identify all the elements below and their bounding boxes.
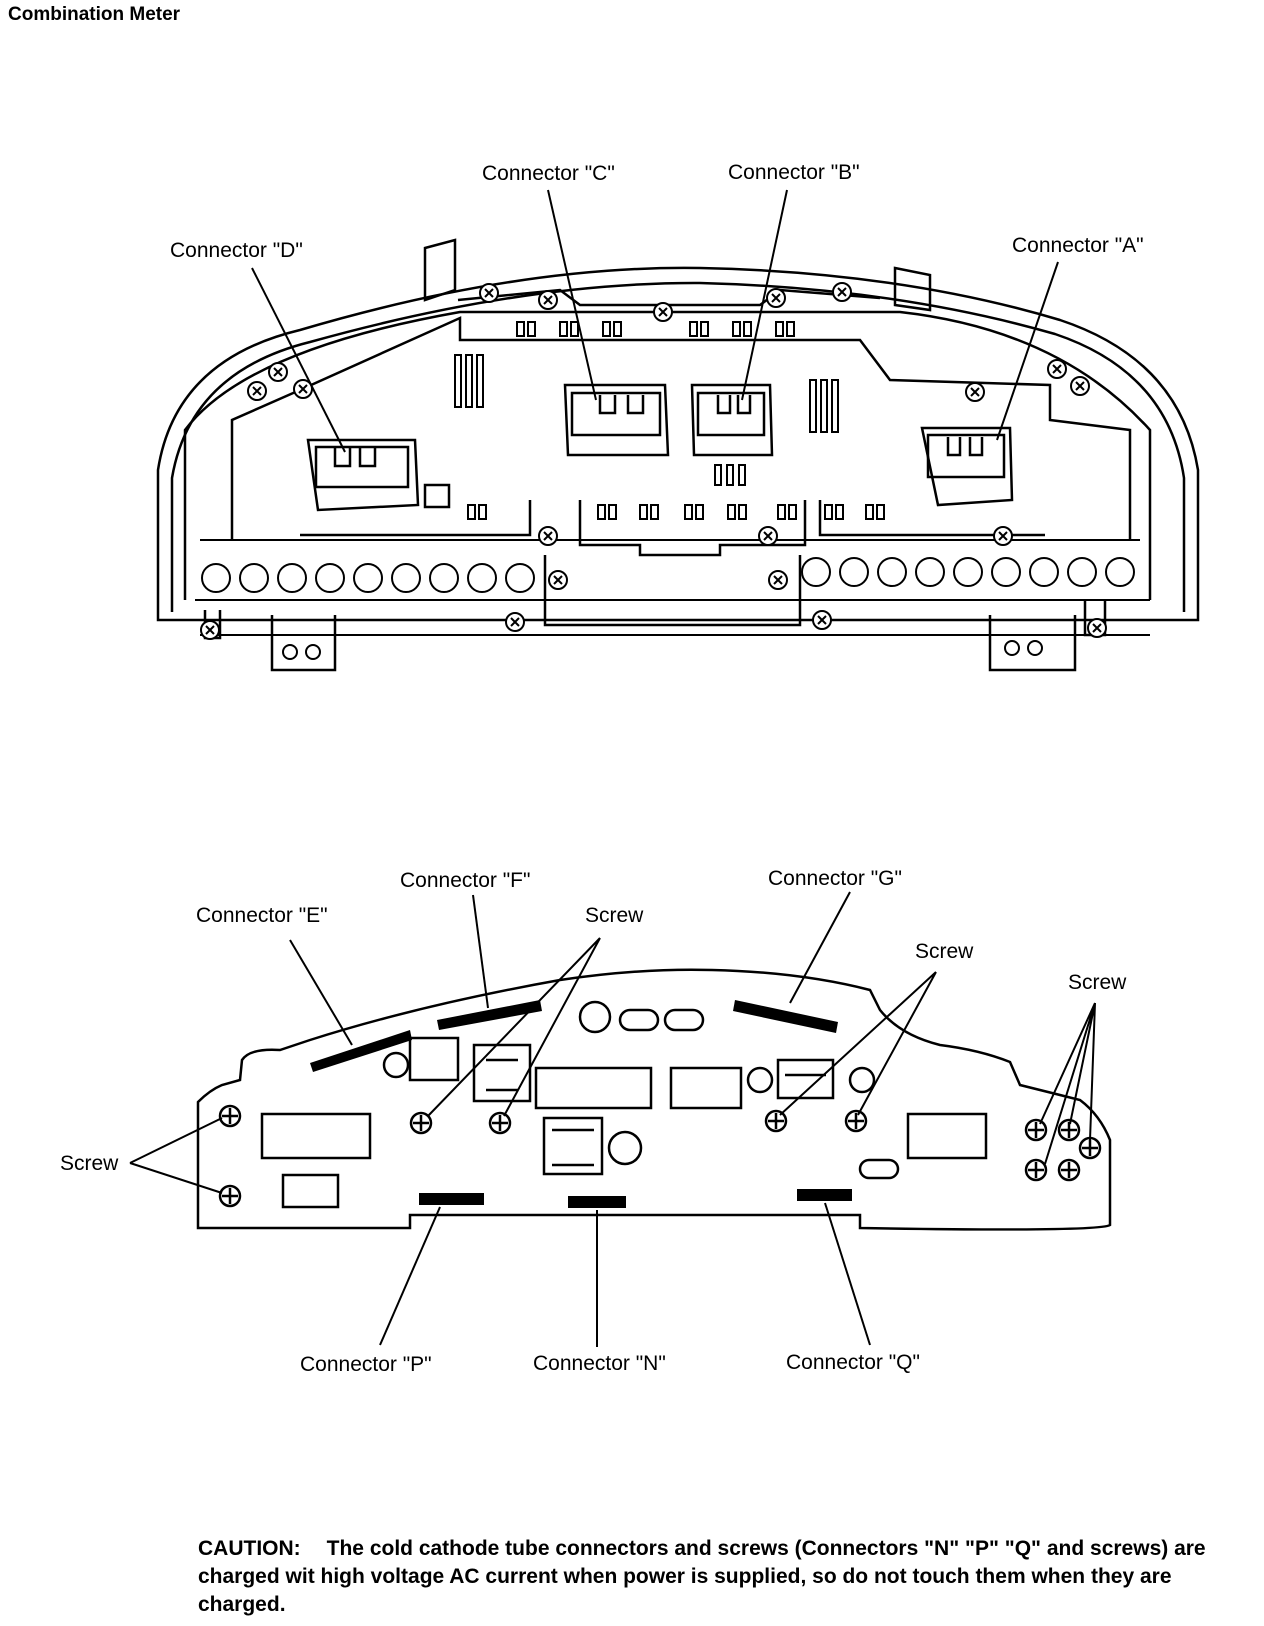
screw-left-label: Screw — [60, 1152, 119, 1175]
caution-note: CAUTION:The cold cathode tube connectors… — [198, 1535, 1258, 1619]
board-connectors — [310, 1000, 852, 1208]
connector-d-label: Connector "D" — [170, 239, 303, 262]
board-screws — [218, 1104, 1102, 1208]
connector-n-label: Connector "N" — [533, 1352, 666, 1375]
connector-f-label: Connector "F" — [400, 869, 530, 892]
meter-housing-rear-view — [156, 238, 1200, 672]
connector-p-label: Connector "P" — [300, 1353, 432, 1376]
bottom-leader-lines — [129, 891, 1096, 1347]
vent-slots — [454, 321, 885, 520]
screw-top-label: Screw — [585, 904, 644, 927]
connector-b-body — [690, 383, 774, 457]
connector-q-label: Connector "Q" — [786, 1351, 920, 1374]
circuit-board-outline — [196, 968, 1112, 1231]
top-leader-lines — [251, 189, 1059, 453]
caution-text: The cold cathode tube connectors and scr… — [198, 1537, 1206, 1616]
connector-d-body — [306, 438, 420, 512]
caution-heading: CAUTION: — [198, 1537, 301, 1560]
connector-a-label: Connector "A" — [1012, 234, 1144, 257]
connector-a-body — [920, 426, 1014, 507]
bulb-sockets — [201, 557, 1135, 660]
connector-c-label: Connector "C" — [482, 162, 615, 185]
connector-e-label: Connector "E" — [196, 904, 328, 927]
screw-right-label: Screw — [1068, 971, 1127, 994]
connector-b-label: Connector "B" — [728, 161, 860, 184]
connector-c-body — [563, 383, 670, 457]
connector-g-label: Connector "G" — [768, 867, 902, 890]
page-title: Combination Meter — [8, 4, 181, 25]
screw-mid-label: Screw — [915, 940, 974, 963]
